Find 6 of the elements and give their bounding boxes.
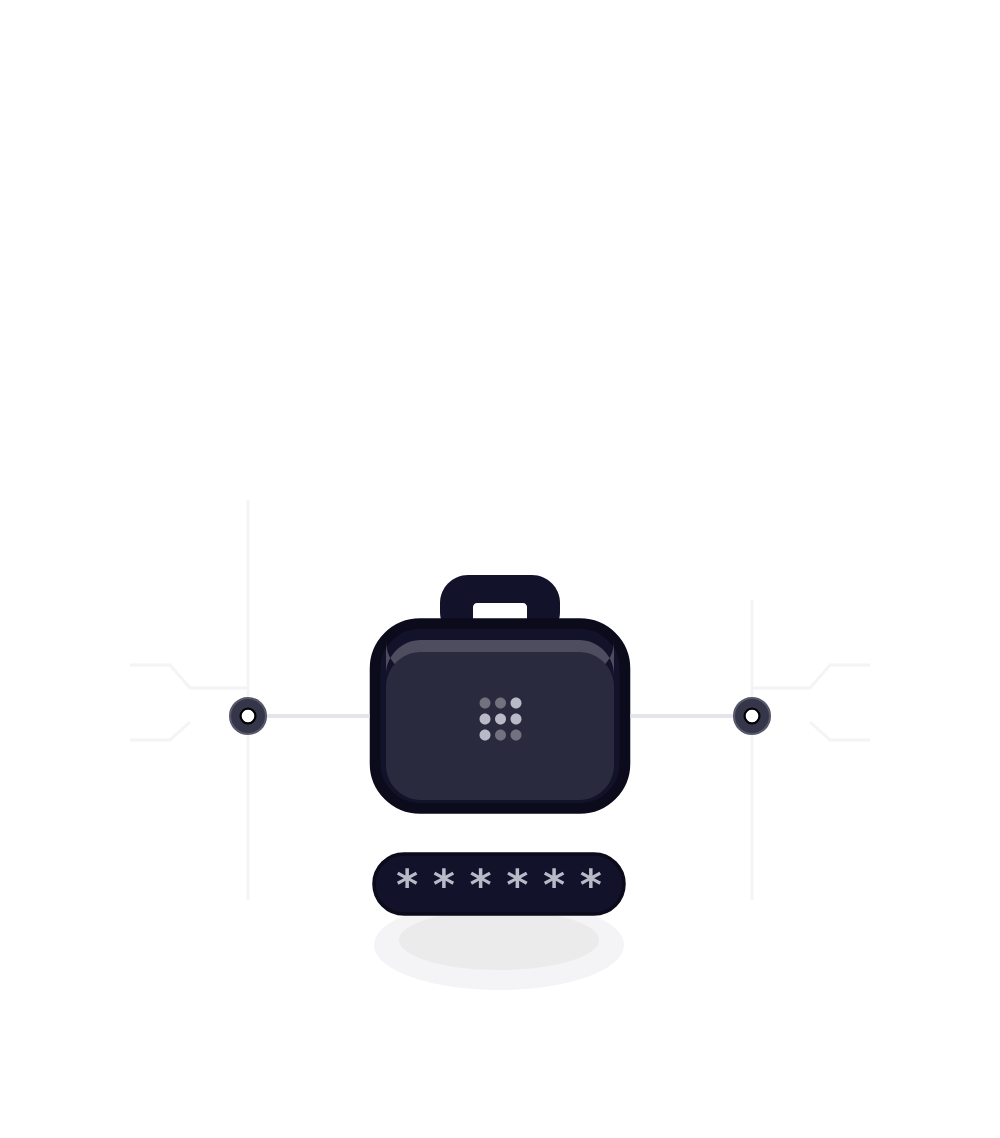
password-field: * * * * * * [372,852,626,916]
connector-dot [228,696,268,736]
connector-dot [732,696,772,736]
connector-line [267,713,370,719]
connector-line [630,713,733,719]
briefcase-drawing [369,575,631,814]
